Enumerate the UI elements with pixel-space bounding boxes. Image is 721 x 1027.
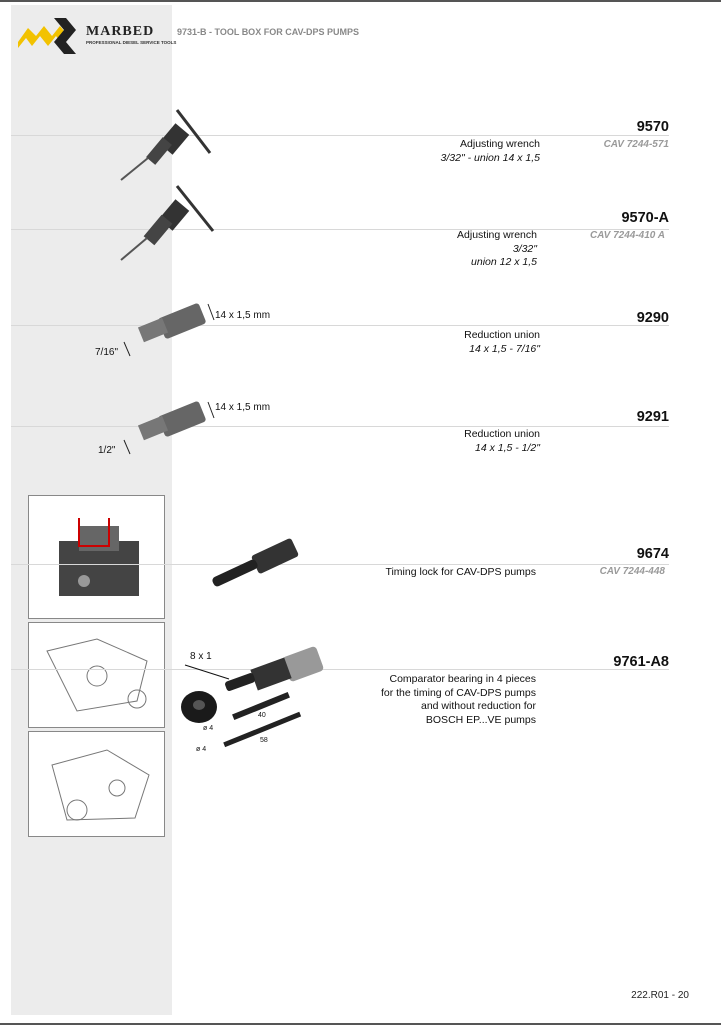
- item-code: 9570-A: [621, 210, 669, 226]
- top-border: [0, 0, 721, 2]
- item-ref: CAV 7244-571: [603, 139, 669, 150]
- dimension-label: ø 4: [203, 725, 214, 732]
- item-description: Comparator bearing in 4 pieces for the t…: [381, 673, 536, 727]
- dimension-label: 7/16": [95, 347, 119, 358]
- item-divider: [11, 669, 669, 670]
- timing-lock-image: [212, 538, 299, 587]
- dimension-label: 14 x 1,5 mm: [215, 402, 271, 413]
- desc-line: Timing lock for CAV-DPS pumps: [385, 566, 536, 578]
- desc-line: Adjusting wrench: [460, 138, 540, 150]
- item-code: 9570: [636, 119, 669, 135]
- pump-diagram: [28, 731, 165, 837]
- desc-line: 14 x 1,5 - 7/16": [469, 342, 540, 355]
- page-number: 222.R01 - 20: [631, 990, 689, 1001]
- dimension-label: 40: [258, 712, 266, 719]
- item-description: Adjusting wrench 3/32" union 12 x 1,5: [457, 229, 537, 270]
- brand-logo-mark: [18, 18, 76, 54]
- dimension-label: 14 x 1,5 mm: [215, 310, 271, 321]
- comparator-bearing-image: [181, 646, 324, 748]
- item-description: Adjusting wrench 3/32" - union 14 x 1,5: [441, 138, 540, 165]
- item-divider: [11, 229, 669, 230]
- desc-line: 3/32": [512, 242, 537, 255]
- dimension-label: 1/2": [98, 445, 116, 456]
- desc-line: Adjusting wrench: [457, 229, 537, 241]
- desc-line: for the timing of CAV-DPS pumps: [380, 686, 536, 699]
- item-divider: [11, 564, 669, 565]
- adjusting-wrench-image: [120, 109, 212, 181]
- bottom-border: [0, 1023, 721, 1025]
- adjusting-wrench-image: [120, 185, 215, 261]
- item-code: 9290: [636, 310, 669, 326]
- desc-line: union 12 x 1,5: [471, 256, 537, 268]
- pump-diagram: [28, 622, 165, 728]
- reduction-union-image: [123, 401, 215, 455]
- item-ref: CAV 7244-448: [599, 566, 665, 577]
- item-divider: [11, 426, 669, 427]
- desc-line: Reduction union: [464, 329, 540, 341]
- item-divider: [11, 135, 669, 136]
- desc-line: Comparator bearing in 4 pieces: [389, 673, 537, 685]
- brand-tagline: PROFESSIONAL DIESEL SERVICE TOOLS: [86, 40, 177, 45]
- pump-photo: [28, 495, 165, 619]
- dimension-label: 8 x 1: [190, 651, 212, 662]
- item-code: 9761-A8: [613, 654, 669, 670]
- brand-name: MARBED: [86, 24, 155, 39]
- item-description: Timing lock for CAV-DPS pumps: [385, 566, 536, 580]
- item-code: 9291: [636, 409, 669, 425]
- item-code: 9674: [636, 546, 669, 562]
- page-title: 9731-B - TOOL BOX FOR CAV-DPS PUMPS: [177, 27, 360, 37]
- item-description: Reduction union 14 x 1,5 - 1/2": [464, 428, 540, 455]
- desc-line: Reduction union: [464, 428, 540, 440]
- desc-line: and without reduction for: [421, 700, 536, 712]
- desc-line: 14 x 1,5 - 1/2": [474, 441, 540, 454]
- item-ref: CAV 7244-410 A: [589, 230, 665, 241]
- item-description: Reduction union 14 x 1,5 - 7/16": [464, 329, 540, 356]
- item-divider: [11, 325, 669, 326]
- reduction-union-image: [123, 303, 215, 357]
- desc-line: 3/32" - union 14 x 1,5: [440, 151, 540, 164]
- desc-line: BOSCH EP...VE pumps: [425, 713, 536, 726]
- dimension-label: 58: [260, 737, 268, 744]
- dimension-label: ø 4: [196, 746, 207, 753]
